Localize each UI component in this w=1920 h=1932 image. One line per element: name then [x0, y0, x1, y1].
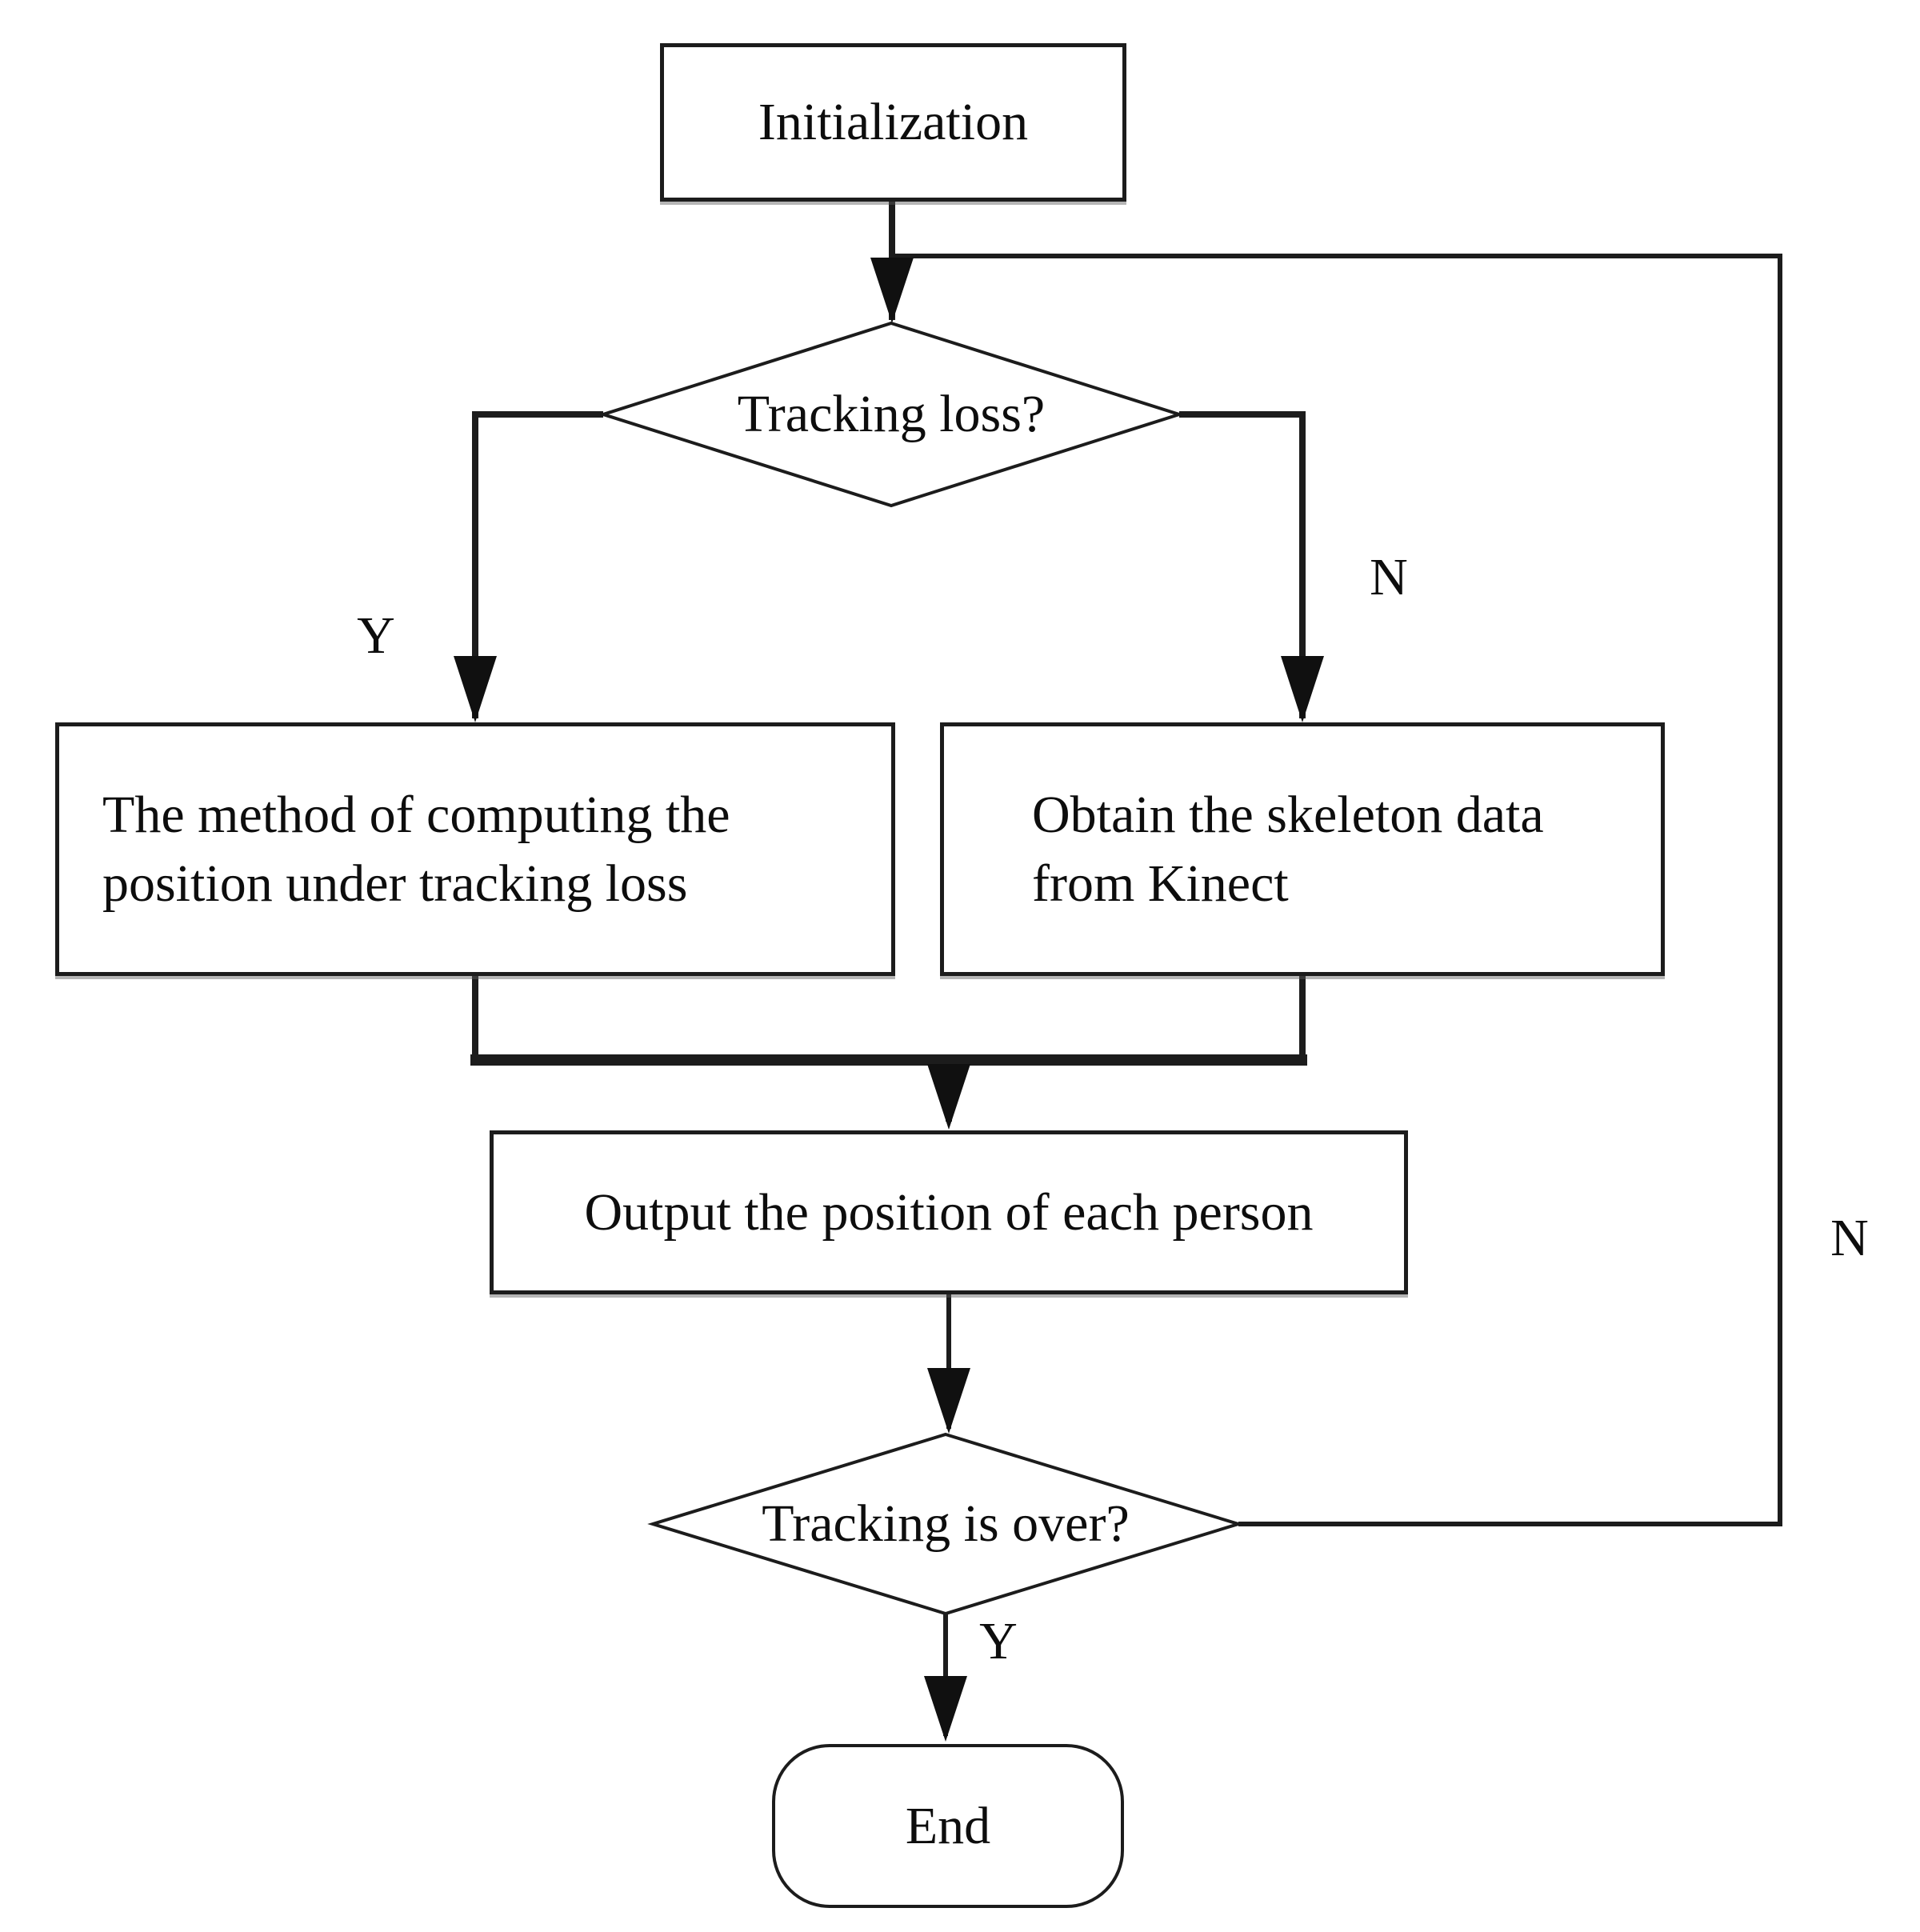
node-obtain-skeleton: Obtain the skeleton data from Kinect: [940, 722, 1665, 976]
arrowhead-into-end: [924, 1676, 967, 1742]
arrowhead-into-obtain: [1281, 656, 1324, 722]
node-obtain-skeleton-line2: from Kinect: [1032, 854, 1289, 913]
node-end: End: [772, 1744, 1124, 1908]
arrowhead-into-output: [927, 1064, 970, 1130]
edge-loss-no: [1179, 411, 1306, 718]
node-initialization-label: Initialization: [758, 93, 1029, 152]
decision-tracking-loss-shape: [598, 321, 1185, 508]
edge-loopback-n: [892, 254, 1782, 1526]
edge-label-tracking-loss-no: N: [1370, 548, 1408, 606]
node-initialization: Initialization: [660, 43, 1126, 202]
edge-loss-yes: [472, 411, 603, 718]
edge-label-tracking-over-yes: Y: [979, 1612, 1018, 1670]
decision-tracking-over-shape: [647, 1432, 1244, 1616]
arrowhead-into-over: [927, 1368, 970, 1434]
arrowhead-into-loss: [870, 258, 914, 323]
node-compute-position-line2: position under tracking loss: [102, 854, 688, 913]
node-obtain-skeleton-line1: Obtain the skeleton data: [1032, 785, 1544, 844]
node-compute-position-line1: The method of computing the: [102, 785, 730, 844]
arrowhead-into-compute: [454, 656, 497, 722]
node-compute-position: The method of computing the position und…: [55, 722, 895, 976]
edge-label-tracking-loss-yes: Y: [357, 606, 395, 665]
node-end-label: End: [905, 1796, 991, 1855]
node-output-position: Output the position of each person: [490, 1130, 1408, 1294]
node-output-position-label: Output the position of each person: [584, 1182, 1314, 1242]
edge-label-tracking-over-no: N: [1830, 1209, 1869, 1267]
